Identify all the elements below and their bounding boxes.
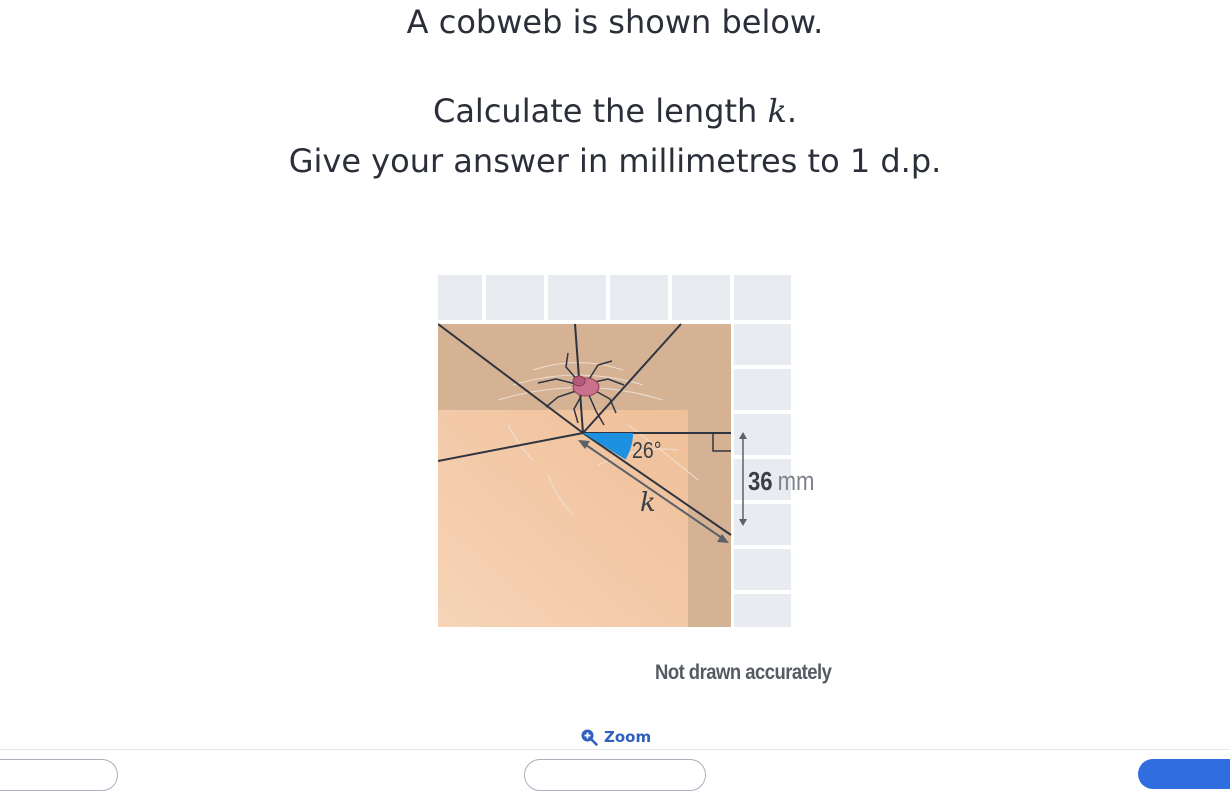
k-label: k: [640, 488, 656, 518]
right-angle-marker: [712, 433, 731, 452]
question-line-2: Calculate the length k.: [0, 92, 1230, 130]
height-dimension-arrow: [739, 432, 747, 526]
question-line-2-suffix: .: [786, 92, 798, 130]
question-line-1: A cobweb is shown below.: [406, 3, 824, 41]
angle-label: 26°: [632, 438, 662, 464]
angle-marker: [583, 433, 633, 460]
zoom-in-icon: [581, 729, 598, 746]
zoom-button[interactable]: Zoom: [580, 726, 651, 748]
not-drawn-accurately-caption: Not drawn accurately: [655, 661, 832, 684]
k-dimension-arrow: [578, 440, 729, 543]
wooden-block: [438, 410, 688, 627]
spider-icon: [537, 352, 625, 426]
footer-middle-button[interactable]: [524, 759, 706, 791]
zoom-label: Zoom: [604, 728, 652, 746]
height-number: 36: [748, 467, 773, 496]
footer-primary-button[interactable]: [1138, 759, 1230, 789]
question-variable-k: k: [767, 92, 787, 130]
footer-divider: [0, 749, 1230, 750]
footer-left-button[interactable]: [0, 759, 118, 791]
question-line-2-prefix: Calculate the length: [432, 92, 768, 130]
question-line-3: Give your answer in millimetres to 1 d.p…: [288, 142, 942, 180]
height-unit: mm: [778, 467, 815, 496]
